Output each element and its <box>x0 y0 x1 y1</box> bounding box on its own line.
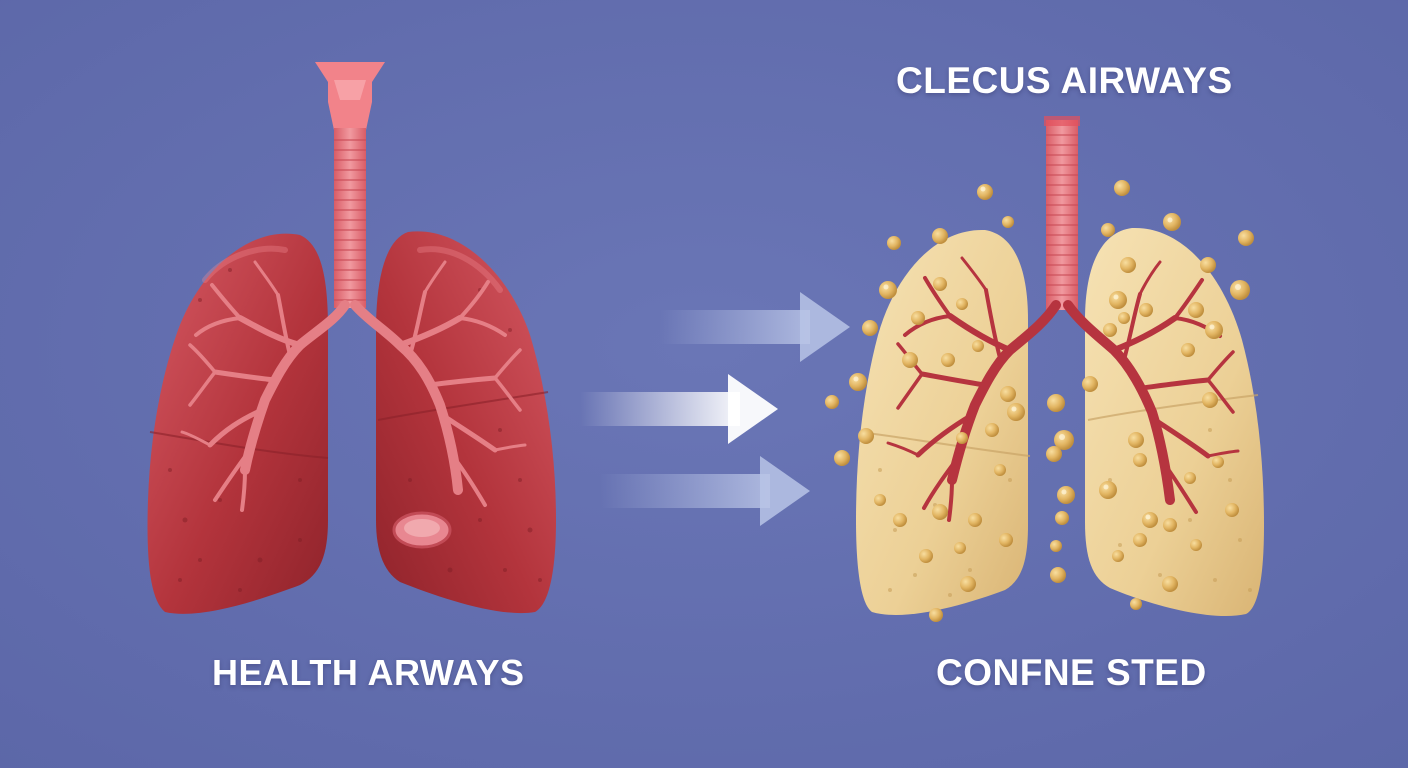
arrow-bottom <box>600 456 810 526</box>
arrow-middle <box>580 374 778 444</box>
right-arrow-icon <box>580 292 850 526</box>
mucus-droplets <box>825 180 1254 622</box>
congested-lungs-icon <box>825 116 1264 622</box>
label-right-bottom: CONFNE STED <box>936 652 1207 693</box>
label-right-top: CLECUS AIRWAYS <box>896 60 1233 101</box>
healthy-lungs-icon <box>147 62 556 614</box>
healthy-trachea <box>334 128 366 308</box>
label-left-bottom: HEALTH ARWAYS <box>212 652 525 693</box>
arrow-top <box>660 292 850 362</box>
healthy-bronchi <box>180 260 527 512</box>
